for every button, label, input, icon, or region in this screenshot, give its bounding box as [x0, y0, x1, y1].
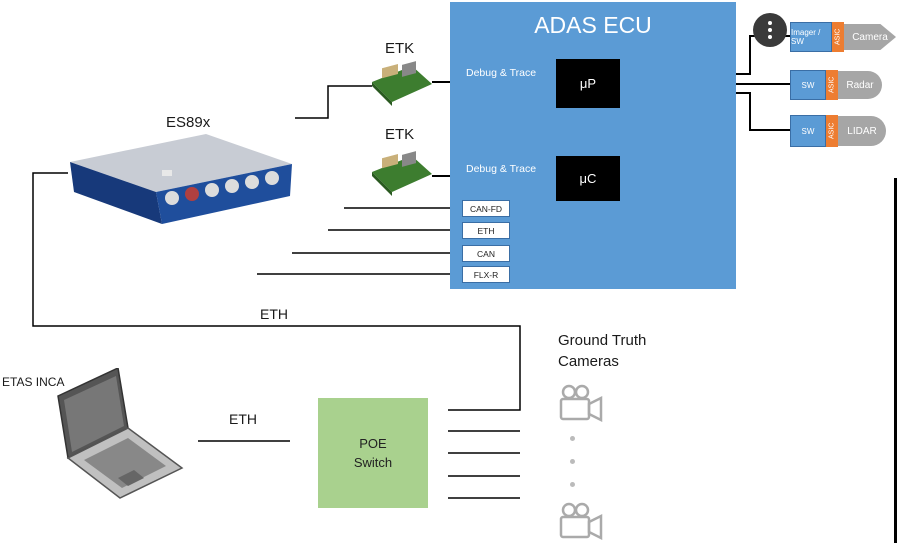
dots-icon	[768, 21, 772, 25]
debug-trace-label-2: Debug & Trace	[466, 163, 537, 175]
debug-trace-label-1: Debug & Trace	[466, 67, 537, 79]
right-edge-border	[894, 178, 897, 543]
device-label: ES89x	[166, 114, 211, 131]
lidar-label: LIDAR	[838, 116, 886, 146]
radar-asic: ASIC	[826, 70, 838, 100]
radar-sensor: SW ASIC Radar	[790, 70, 882, 100]
lidar-sw-box: SW	[790, 115, 826, 147]
video-camera-icon-2	[559, 502, 603, 540]
eth-loop-line	[32, 172, 521, 411]
ground-truth-label: Ground Truth Cameras	[558, 330, 646, 372]
microcontroller-block: μC	[556, 156, 620, 201]
ellipsis-dot	[570, 459, 575, 464]
port-can: CAN	[462, 245, 510, 262]
microprocessor-block: μP	[556, 59, 620, 108]
eth-label-top: ETH	[260, 306, 288, 322]
camera-asic: ASIC	[832, 22, 844, 52]
port-eth: ETH	[462, 222, 510, 239]
poe-label-line1: POE	[359, 436, 387, 451]
etk-board-icon-2	[372, 151, 432, 196]
laptop-icon	[57, 368, 184, 499]
ground-truth-line1: Ground Truth	[558, 332, 647, 349]
etk-label-2: ETK	[385, 126, 415, 143]
adas-ecu-block: ADAS ECU	[450, 2, 736, 289]
radar-sw-box: SW	[790, 70, 826, 100]
poe-label-line2: Switch	[353, 455, 393, 470]
camera-label: Camera	[844, 24, 896, 50]
laptop-label: ETAS INCA	[2, 375, 65, 389]
overflow-menu-button[interactable]	[753, 13, 787, 47]
es89x-device	[70, 134, 292, 224]
ellipsis-dot	[570, 436, 575, 441]
poe-switch-block: POE Switch	[318, 398, 428, 508]
etk1-link	[295, 85, 372, 119]
video-camera-icon-1	[559, 384, 603, 422]
port-can-fd: CAN-FD	[462, 200, 510, 217]
port-flx-r: FLX-R	[462, 266, 510, 283]
ellipsis-dot	[570, 482, 575, 487]
etk-board-icon-1	[372, 61, 432, 106]
camera-sensor: Imager / SW ASIC Camera	[790, 22, 896, 52]
radar-label: Radar	[838, 71, 882, 99]
camera-imager-box: Imager / SW	[790, 22, 832, 52]
lidar-sensor: SW ASIC LIDAR	[790, 115, 886, 147]
eth-label-left: ETH	[229, 411, 257, 427]
lidar-asic: ASIC	[826, 115, 838, 147]
ecu-title: ADAS ECU	[534, 12, 652, 38]
etk-label-1: ETK	[385, 40, 415, 57]
ground-truth-line2: Cameras	[558, 353, 619, 370]
